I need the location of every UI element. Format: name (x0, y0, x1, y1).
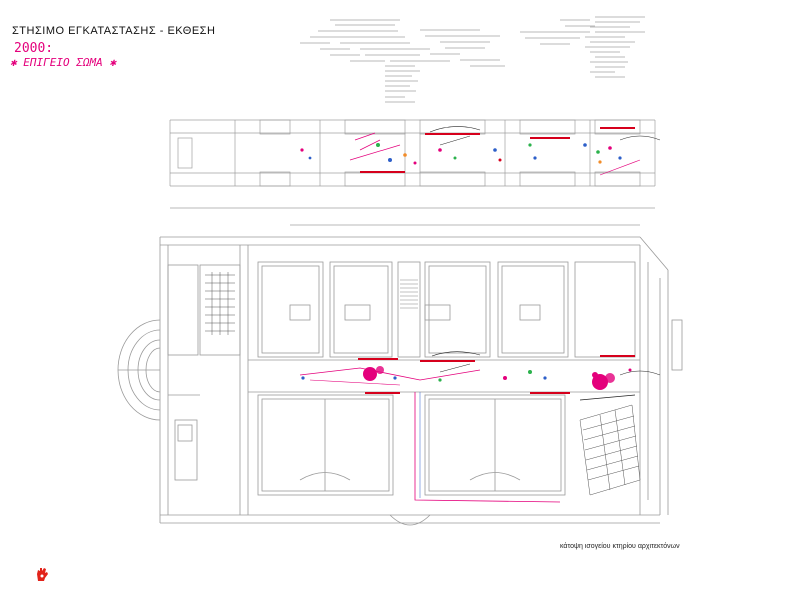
annotation-block-3 (420, 29, 505, 67)
page-title: ΣΤΗΣΙΜΟ ΕΓΚΑΤΑΣΤΑΣΗΣ - ΕΚΘΕΣΗ (12, 25, 216, 37)
upper-strip-markings (300, 126, 661, 176)
lecture-hall (579, 404, 641, 496)
main-plan-markings (299, 351, 661, 503)
plan-caption: κάτοψη ισογείου κτηρίου αρχιτεκτόνων (560, 543, 680, 550)
section-subtitle: ✱ ΕΠΙΓΕΙΟ ΣΩΜΑ ✱ (10, 56, 116, 69)
annotation-block-4 (520, 19, 595, 45)
annotation-block-2 (385, 65, 420, 103)
upper-strip-plan (169, 119, 656, 226)
seating-grid (205, 272, 235, 335)
annotation-block-5 (585, 16, 645, 78)
year-label: 2000: (14, 41, 54, 56)
red-hand-logo-icon (37, 568, 48, 581)
annotation-blocks (300, 16, 645, 103)
annotation-block-1 (300, 19, 450, 62)
